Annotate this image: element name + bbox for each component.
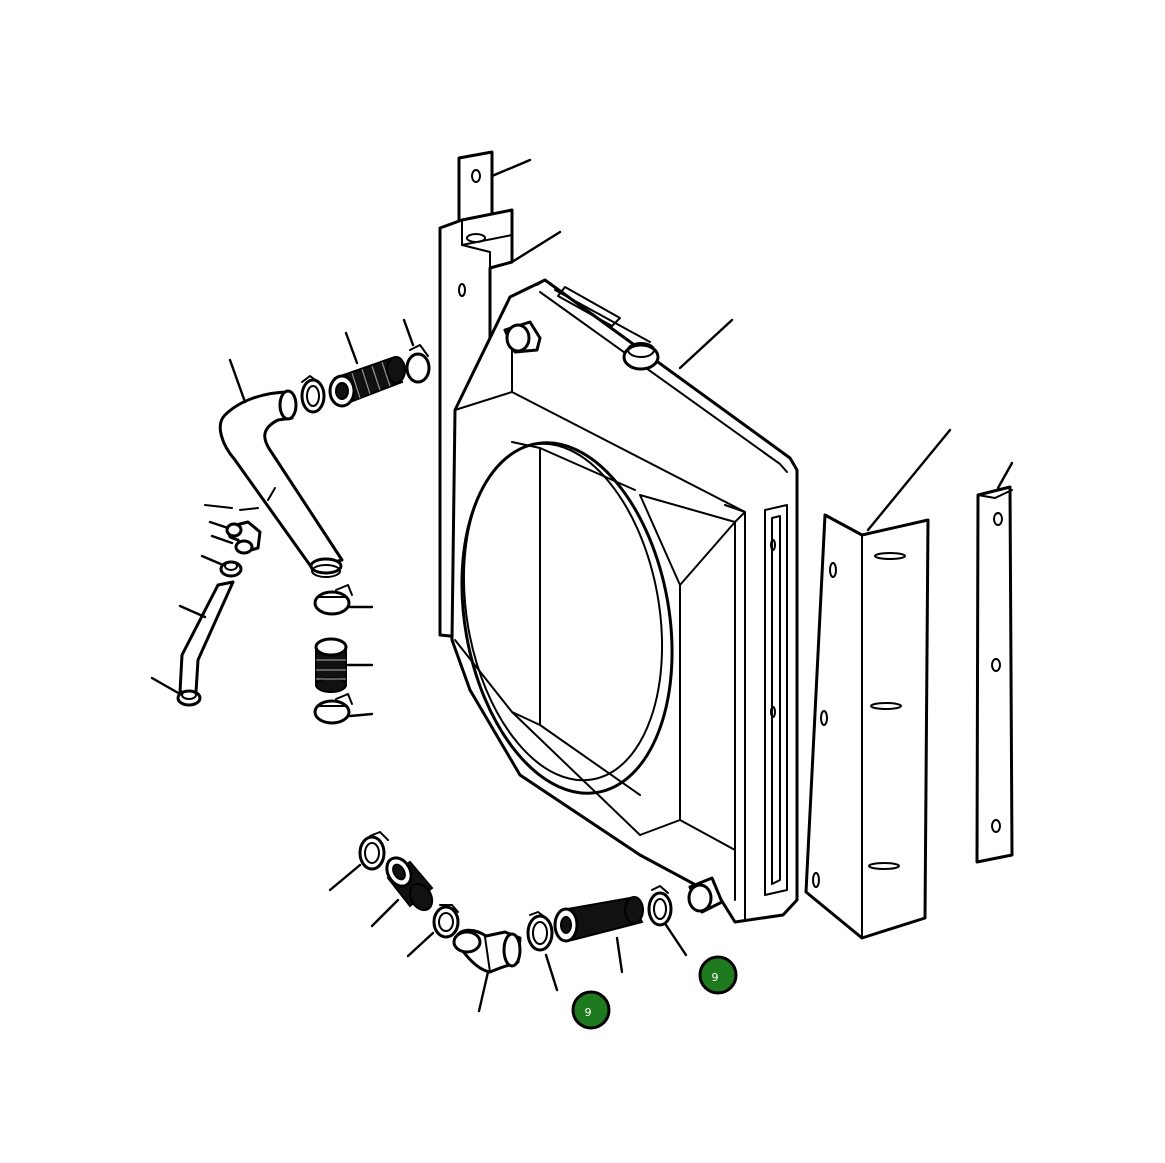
callout-marker-2[interactable]: 9: [571, 990, 611, 1030]
callout-circle[interactable]: [698, 955, 738, 995]
radiator-shroud: [450, 278, 799, 924]
lower-elbow-pipe: [452, 928, 522, 974]
lower-long-hose: [553, 896, 644, 943]
lower-short-hose: [385, 856, 434, 912]
upper-hose-assembly: [218, 318, 431, 578]
bypass-hose-assembly: [150, 487, 276, 707]
callout-marker-1[interactable]: 9: [698, 955, 738, 995]
callout-circle[interactable]: [571, 990, 611, 1030]
lower-hose-assembly: [328, 831, 688, 1013]
vertical-hose-stack: [313, 584, 374, 725]
upper-short-hose: [328, 356, 406, 408]
vertical-short-hose: [314, 637, 348, 693]
right-flat-strap: [975, 461, 1014, 864]
right-angle-bracket: [804, 428, 952, 940]
top-mounting-strap: [457, 150, 532, 223]
